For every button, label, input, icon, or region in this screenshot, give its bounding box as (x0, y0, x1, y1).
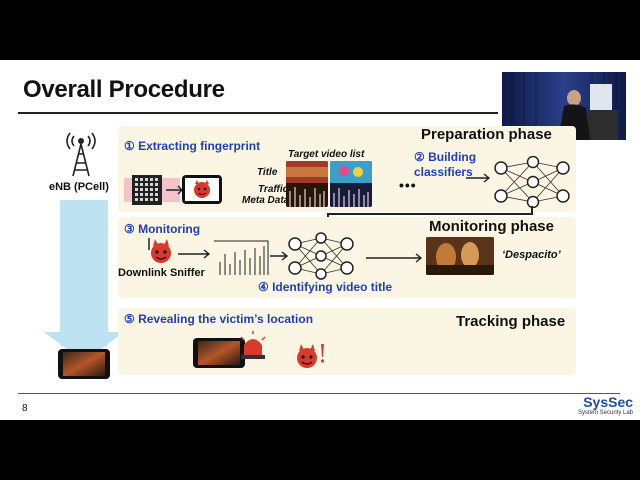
arrow-icon (178, 249, 211, 259)
victim-phone-icon (58, 349, 110, 379)
traffic-label: Traffic (258, 184, 289, 195)
title-label: Title (257, 167, 278, 178)
arrow-icon (466, 173, 491, 183)
page-number: 8 (22, 403, 28, 414)
devil-sniffer-icon (148, 238, 171, 263)
siren-icon (240, 331, 266, 359)
target-video-list-label: Target video list (288, 149, 365, 160)
neural-network-icon (288, 232, 354, 280)
presenter-video (502, 72, 626, 140)
downlink-sniffer-label: Downlink Sniffer (118, 267, 205, 279)
ellipsis: ••• (399, 177, 417, 193)
step2-label-line2: classifiers (414, 165, 473, 179)
logo-brand: SysSec (583, 394, 634, 410)
target-video-thumb-2 (330, 161, 372, 207)
arrow-icon (270, 251, 289, 261)
downward-arrow-icon (44, 200, 124, 362)
footer-divider (18, 393, 620, 394)
identified-video-thumb (426, 237, 494, 275)
monitoring-phase-label: Monitoring phase (429, 218, 554, 235)
traffic-pattern-icon (214, 240, 269, 275)
tracking-phase-label: Tracking phase (456, 313, 566, 330)
step4-label: ④ Identifying video title (258, 280, 393, 294)
arrow-icon (366, 253, 423, 263)
step5-label: ⑤ Revealing the victim’s location (124, 312, 314, 326)
slide: Overall Procedure (0, 60, 640, 420)
enb-label: eNB (PCell) (49, 181, 109, 193)
title-divider (18, 112, 498, 114)
logo-subtitle: System Security Lab (578, 410, 634, 416)
attacker-phone-icon (182, 175, 222, 204)
devil-icon (297, 344, 325, 368)
fingerprint-grid-icon (132, 175, 183, 205)
monitoring-panel (118, 217, 576, 298)
neural-network-icon (494, 156, 570, 208)
step2-label-line1: ② Building (414, 150, 477, 164)
step1-label: ① Extracting fingerprint (124, 139, 261, 153)
victim-phone-icon (193, 338, 245, 368)
meta-data-label: Meta Data (242, 195, 290, 206)
antenna-icon (66, 132, 96, 177)
preparation-phase-label: Preparation phase (421, 126, 552, 143)
target-video-thumb-1 (286, 161, 328, 207)
syssec-logo: SysSec System Security Lab (578, 395, 633, 417)
slide-title: Overall Procedure (23, 76, 225, 103)
step3-label: ③ Monitoring (124, 222, 201, 236)
identified-title-label: ‘Despacito’ (502, 249, 561, 261)
